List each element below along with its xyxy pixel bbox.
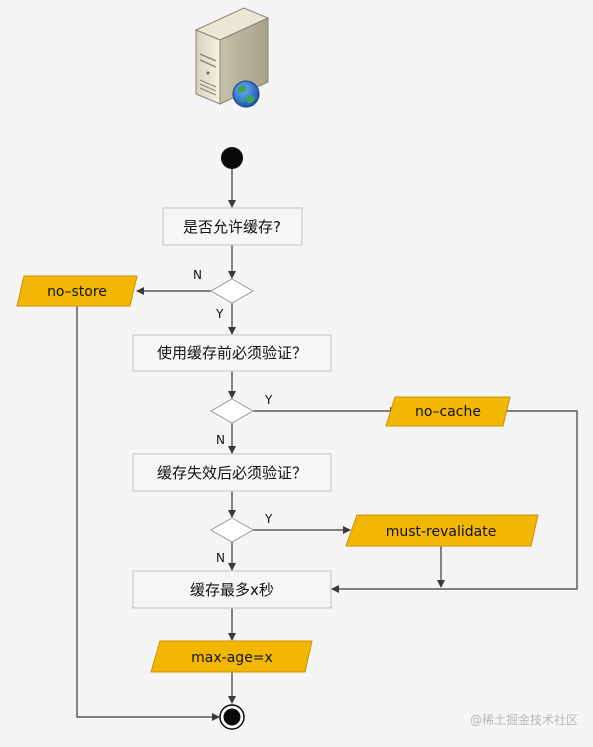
edge-label-yes-1: Y [215,307,224,321]
process-must-validate-after-expire-label: 缓存失效后必须验证？ [157,464,307,482]
process-must-validate-before-use-label: 使用缓存前必须验证？ [157,344,307,362]
edge-label-no-2: N [216,433,225,447]
process-allow-cache: 是否允许缓存? [162,207,303,246]
decision-1 [209,278,255,304]
process-cache-max-seconds-label: 缓存最多x秒 [190,581,274,599]
output-max-age: max-age=x [150,640,313,673]
edge-label-yes-2: Y [264,393,273,407]
output-no-cache: no–cache [385,396,511,427]
process-cache-max-seconds: 缓存最多x秒 [132,570,332,609]
connectors [76,169,578,721]
output-no-cache-label: no–cache [415,404,481,420]
output-must-revalidate: must-revalidate [345,514,539,547]
decision-3 [209,517,255,543]
process-must-validate-after-expire: 缓存失效后必须验证？ [132,453,332,492]
process-allow-cache-label: 是否允许缓存? [183,218,281,236]
server-icon [194,7,270,105]
process-must-validate-before-use: 使用缓存前必须验证？ [132,334,332,372]
edge-label-yes-3: Y [264,512,273,526]
output-no-store-label: no–store [47,284,107,300]
output-must-revalidate-label: must-revalidate [386,524,497,540]
decision-2 [209,398,255,424]
output-max-age-label: max-age=x [191,650,273,666]
end-node [219,704,245,730]
start-node [221,147,243,169]
edge-label-no-3: N [216,551,225,565]
globe-icon [232,80,260,108]
output-no-store: no–store [16,275,138,307]
edge-label-no-1: N [193,268,202,282]
watermark-text: @稀土掘金技术社区 [470,712,578,727]
